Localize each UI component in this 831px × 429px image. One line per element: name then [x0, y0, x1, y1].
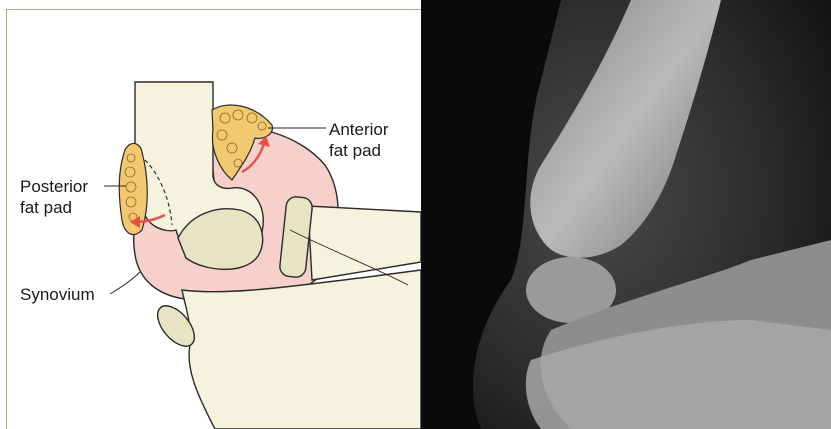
radiograph-icon — [421, 0, 831, 429]
diagram-panel: Anterior fat pad Posterior fat pad Synov… — [0, 0, 421, 429]
posterior-fat-pad-label-line2: fat pad — [20, 197, 88, 218]
radiograph-panel — [421, 0, 831, 429]
posterior-fat-pad-label: Posterior fat pad — [20, 176, 88, 218]
anterior-fat-pad-label: Anterior fat pad — [329, 119, 389, 161]
anterior-fat-pad-label-line1: Anterior — [329, 119, 389, 140]
radius-bone — [308, 206, 421, 280]
synovium-label: Synovium — [20, 284, 95, 305]
synovium-leader-line — [110, 272, 140, 294]
ulna-bone — [182, 270, 421, 429]
anterior-fat-pad-label-line2: fat pad — [329, 140, 389, 161]
frame-left-border — [6, 9, 7, 429]
posterior-fat-pad-label-line1: Posterior — [20, 176, 88, 197]
frame-top-border — [6, 9, 421, 10]
